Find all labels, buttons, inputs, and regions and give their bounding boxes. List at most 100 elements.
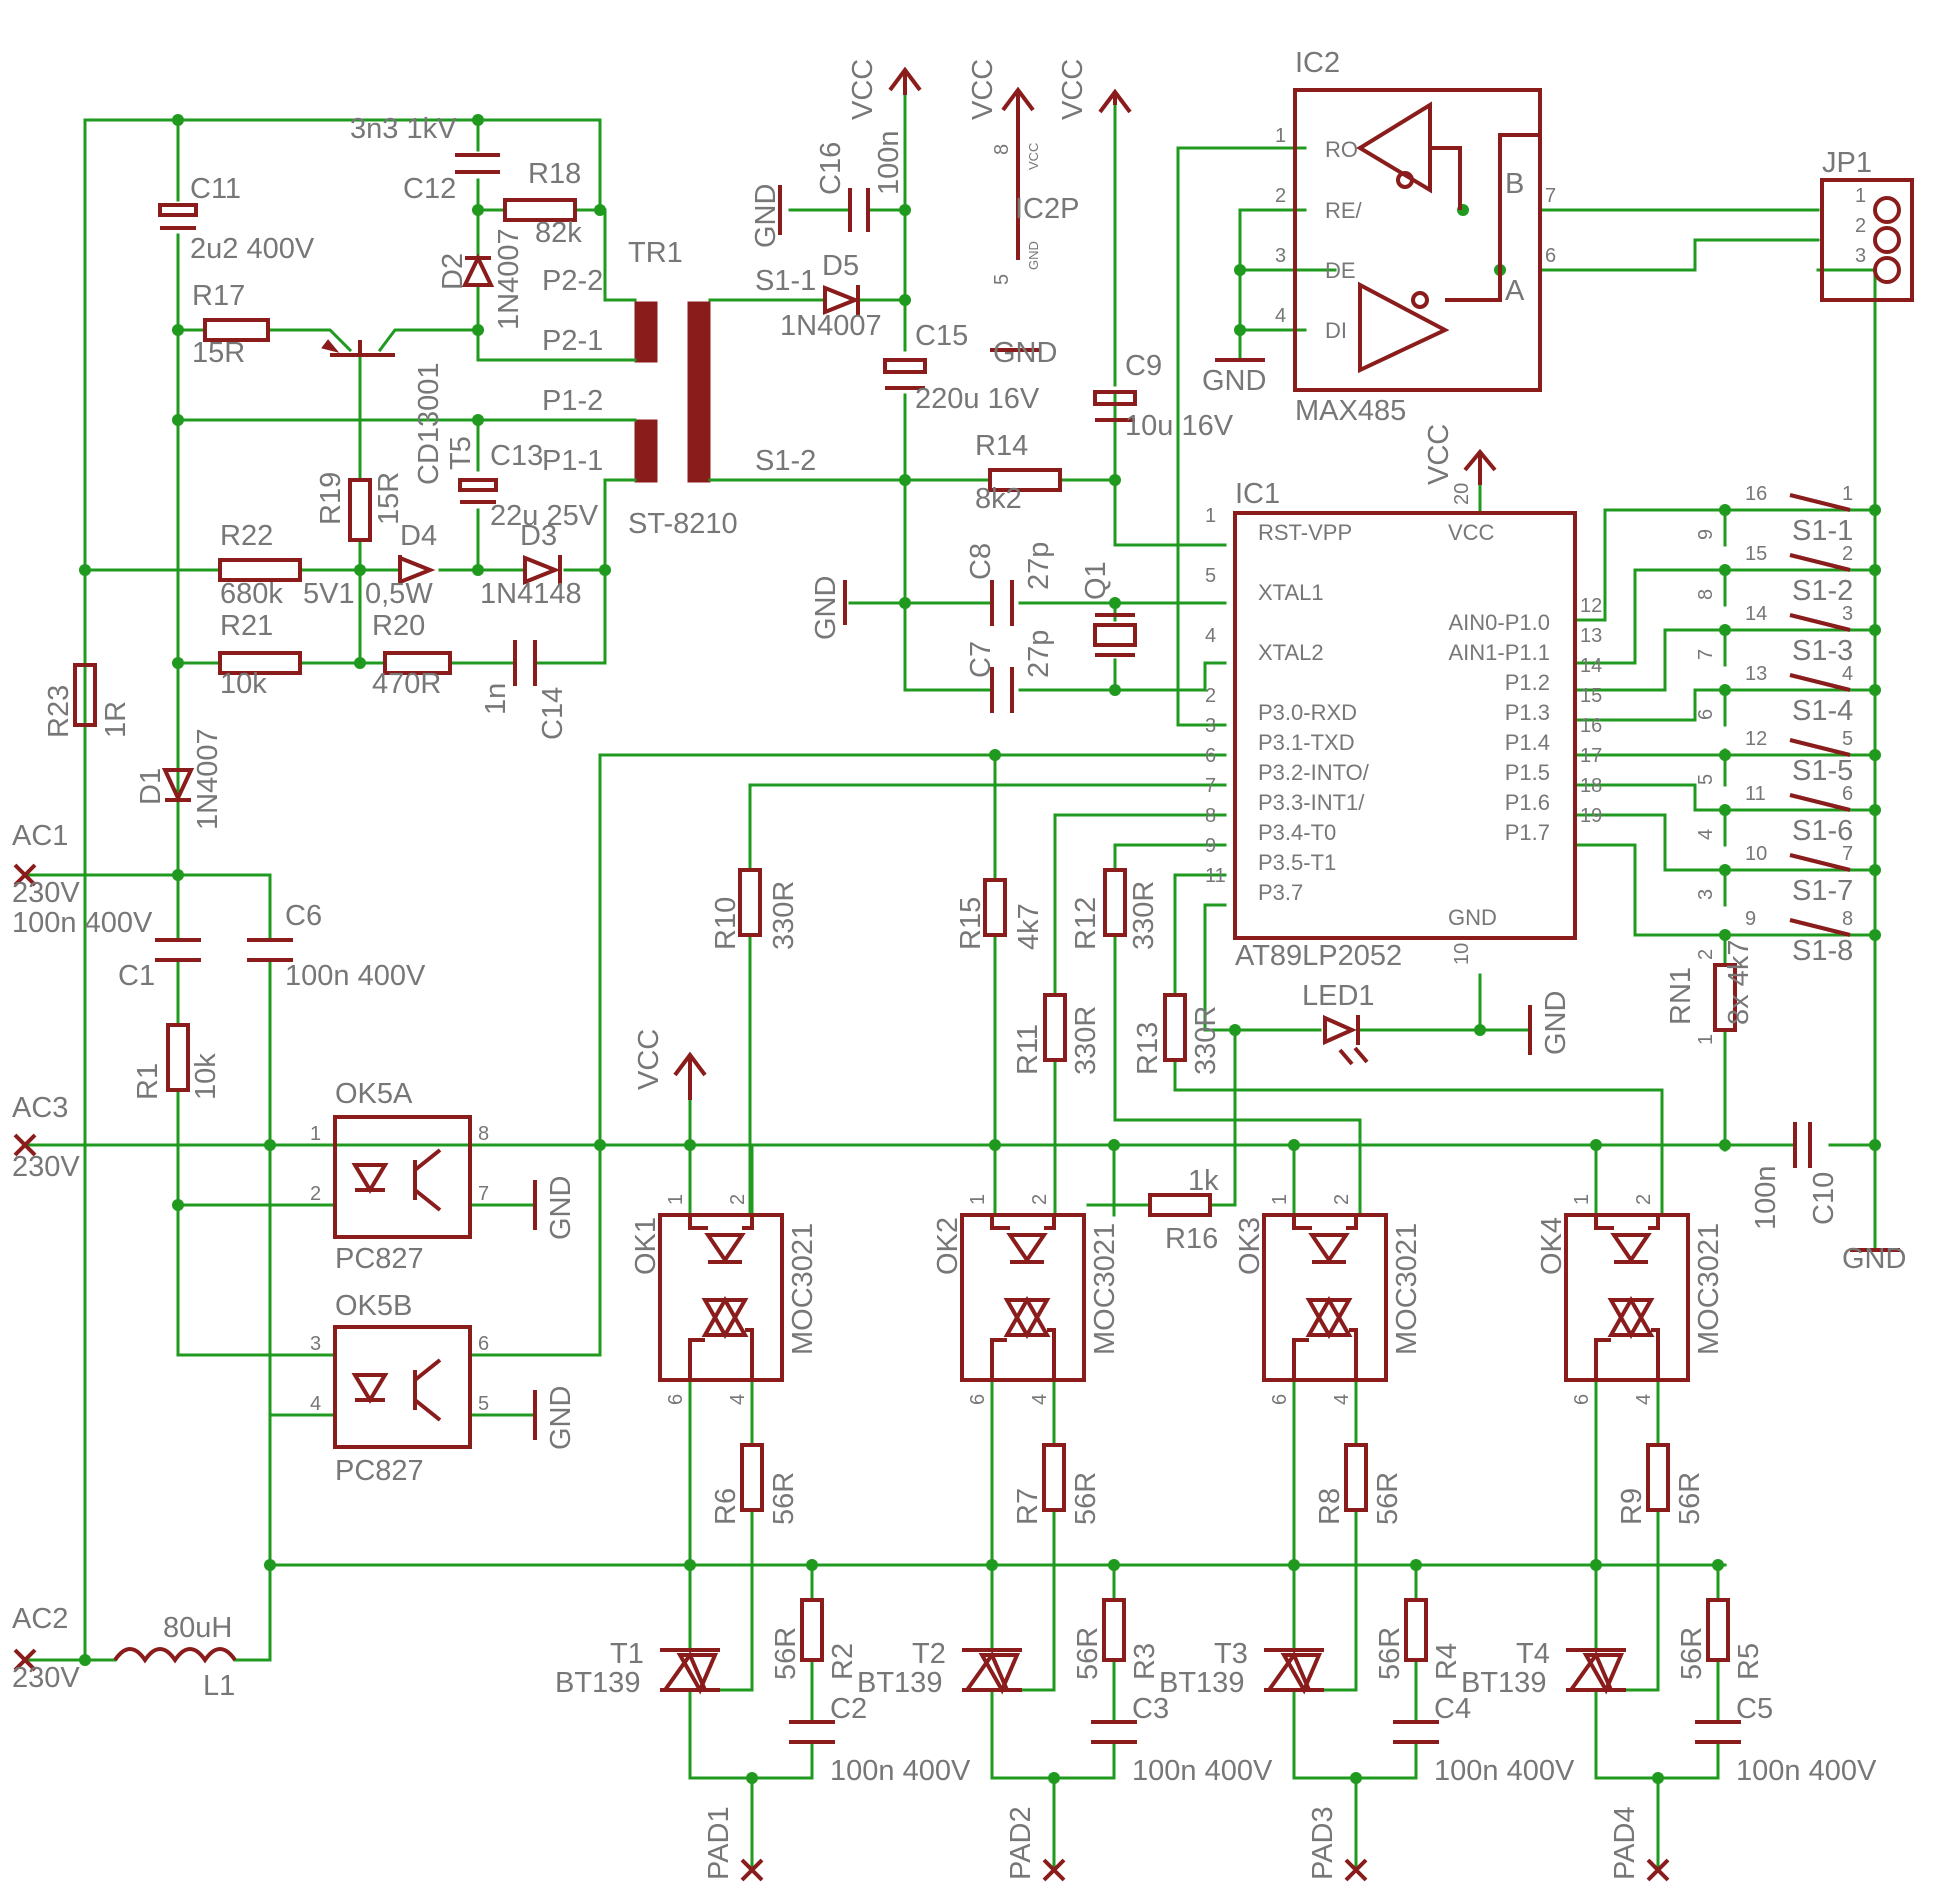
ref-label: T4	[1516, 1638, 1550, 1670]
rotated-label: D1	[135, 768, 167, 805]
ref-label: R22	[220, 520, 273, 552]
rotated-label: R12	[1070, 897, 1102, 950]
ref-label: C4	[1434, 1693, 1471, 1725]
rotated-label: OK2	[932, 1217, 964, 1275]
rotated-label: R2	[827, 1643, 859, 1680]
ic2p-vcc-pin-label: VCC	[1026, 143, 1041, 170]
voltage-label-label: 230V	[12, 877, 80, 909]
ic1-pin-number: 10	[1451, 943, 1473, 965]
moc-pin-number: 2	[1331, 1194, 1353, 1205]
moc-pin-number: 1	[665, 1194, 687, 1205]
pin-label: P1-1	[542, 445, 603, 477]
moc-pin-number: 2	[1029, 1194, 1051, 1205]
rotated-label: R8	[1314, 1488, 1346, 1525]
value-label: 470R	[372, 668, 441, 700]
rotated-label: GND	[545, 1176, 577, 1240]
ref-label: C2	[830, 1693, 867, 1725]
pin-label: P2-2	[542, 265, 603, 297]
switch-pin-number: 7	[1842, 843, 1853, 865]
value-label: 220u 16V	[915, 383, 1040, 415]
ic1-pin-name: RST-VPP	[1258, 520, 1352, 545]
ref-label: S1-5	[1792, 755, 1853, 787]
rotated-label: R1	[132, 1063, 164, 1100]
rotated-label: 27p	[1023, 630, 1055, 678]
rotated-label: MOC3021	[1089, 1223, 1121, 1355]
value-label: 82k	[535, 217, 582, 249]
rotated-label: R23	[43, 685, 75, 738]
rotated-label: C8	[965, 543, 997, 580]
value-label: 10k	[220, 668, 267, 700]
rotated-label: MOC3021	[1693, 1223, 1725, 1355]
value-label: 100n 400V	[12, 907, 153, 939]
rotated-label: C16	[815, 142, 847, 195]
rotated-label: PAD2	[1005, 1806, 1037, 1880]
ic2-pin-num-4: 4	[1275, 305, 1286, 327]
ref-label: S1-2	[1792, 575, 1853, 607]
resistor-r17	[203, 318, 270, 342]
ok5b-pin-number: 3	[310, 1333, 321, 1355]
rotated-label: GND	[810, 576, 842, 640]
component-symbols	[13, 66, 1914, 1882]
switch-pin-number: 12	[1745, 728, 1767, 750]
ic1-pin-number: 15	[1580, 685, 1602, 707]
connector-label-label: AC1	[12, 820, 68, 852]
ic1-pin-name: P1.5	[1505, 760, 1550, 785]
rotated-label: PAD3	[1307, 1806, 1339, 1880]
ic1-pin-number: 9	[1205, 835, 1216, 857]
rotated-label: R3	[1129, 1643, 1161, 1680]
ref-label: R21	[220, 610, 273, 642]
ref-label: OK5B	[335, 1290, 412, 1322]
rotated-label: 56R	[1674, 1472, 1706, 1525]
dip-switch-s1	[1789, 493, 1851, 937]
ref-label: D3	[520, 520, 557, 552]
rn1-pin-number: 9	[1695, 529, 1717, 540]
rotated-label: R7	[1012, 1488, 1044, 1525]
rn1-pin-number: 4	[1695, 829, 1717, 840]
rotated-label: 1N4007	[493, 228, 525, 330]
rotated-label: 1N4007	[192, 728, 224, 830]
ic2-pin-ro: RO	[1325, 137, 1358, 162]
value-label: 10u 16V	[1125, 410, 1234, 442]
ic1-pin-name: P1.2	[1505, 670, 1550, 695]
ref-label: C13	[490, 440, 543, 472]
moc-pin-number: 1	[1269, 1194, 1291, 1205]
ok5a-pin-number: 2	[310, 1183, 321, 1205]
moc3021-ok2	[960, 1213, 1086, 1382]
rotated-label: GND	[1540, 991, 1572, 1055]
ic1-pin-name: P3.2-INTO/	[1258, 760, 1370, 785]
value-label: 100n 400V	[1434, 1755, 1575, 1787]
ic1-pin-name: XTAL2	[1258, 640, 1324, 665]
switch-pin-number: 5	[1842, 728, 1853, 750]
ic1-pin-name: P3.5-T1	[1258, 850, 1336, 875]
value-label: BT139	[555, 1667, 640, 1699]
value-label: AT89LP2052	[1235, 940, 1402, 972]
triac-t2	[962, 1648, 1022, 1695]
ic2-pin-b: B	[1505, 168, 1524, 200]
rotated-label: RN1	[1665, 967, 1697, 1025]
power-label: GND	[993, 337, 1057, 369]
ic2-pin-num-6: 6	[1545, 245, 1556, 267]
moc-pin-number: 6	[665, 1394, 687, 1405]
ref-label: S1-8	[1792, 935, 1853, 967]
ref-label: L1	[203, 1670, 235, 1702]
ok5a-pin-number: 7	[478, 1183, 489, 1205]
voltage-label-label: 230V	[12, 1151, 80, 1183]
rotated-label: 4k7	[1013, 903, 1045, 950]
ic1-pin-name: P1.7	[1505, 820, 1550, 845]
ic1-pin-name: P1.4	[1505, 730, 1550, 755]
capacitor-c11	[158, 203, 198, 217]
ic1-pin-name: P3.7	[1258, 880, 1303, 905]
value-label: 15R	[192, 337, 245, 369]
ref-label: C1	[118, 960, 155, 992]
ic1-pin-number: 5	[1205, 565, 1216, 587]
ref-label: T2	[912, 1638, 946, 1670]
ref-label: S1-6	[1792, 815, 1853, 847]
switch-pin-number: 8	[1842, 908, 1853, 930]
rotated-label: R4	[1431, 1643, 1463, 1680]
rotated-label: R15	[955, 897, 987, 950]
ic2p-pin-5: 5	[991, 274, 1013, 285]
rotated-label: VCC	[1057, 59, 1089, 120]
